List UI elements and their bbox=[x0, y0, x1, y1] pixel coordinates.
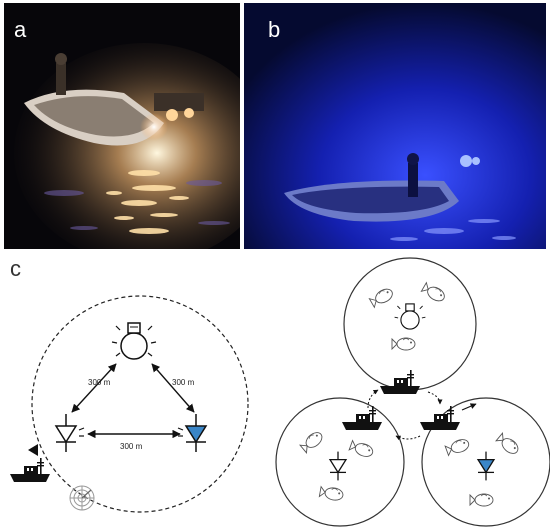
direction-arrow bbox=[461, 403, 477, 411]
distance-label-bottom: 300 m bbox=[120, 442, 143, 451]
circle-direction-arrow bbox=[28, 444, 38, 456]
diode-icon bbox=[54, 414, 85, 452]
photo-b-drawing bbox=[244, 3, 546, 249]
diode-icon bbox=[177, 414, 208, 452]
sonar-icon bbox=[69, 485, 95, 511]
photo-white-light-boat: a bbox=[4, 3, 240, 249]
movement-arrow bbox=[395, 435, 421, 441]
boat-icon bbox=[10, 458, 50, 482]
distance-label-right: 300 m bbox=[172, 378, 195, 387]
distance-label-left: 300 m bbox=[88, 378, 111, 387]
photo-a-drawing bbox=[4, 3, 240, 249]
distance-arrow-left bbox=[71, 363, 117, 413]
distance-arrow-right bbox=[151, 363, 195, 413]
diode-icon bbox=[476, 451, 496, 481]
panel-label-a: a bbox=[14, 17, 27, 42]
panel-label-b: b bbox=[268, 17, 281, 42]
light-bulb-icon bbox=[394, 303, 426, 330]
diode-icon bbox=[328, 451, 348, 481]
white-lamp-glow bbox=[140, 113, 168, 141]
survey-area-circle bbox=[31, 295, 249, 513]
photo-blue-light-boat: b bbox=[244, 3, 546, 249]
movement-arrow bbox=[427, 391, 443, 405]
fisherman bbox=[408, 163, 418, 197]
light-bulb-icon bbox=[111, 322, 157, 360]
panel-label-c: c bbox=[10, 256, 21, 281]
fisherman bbox=[56, 63, 66, 95]
movement-arrow bbox=[367, 389, 379, 409]
